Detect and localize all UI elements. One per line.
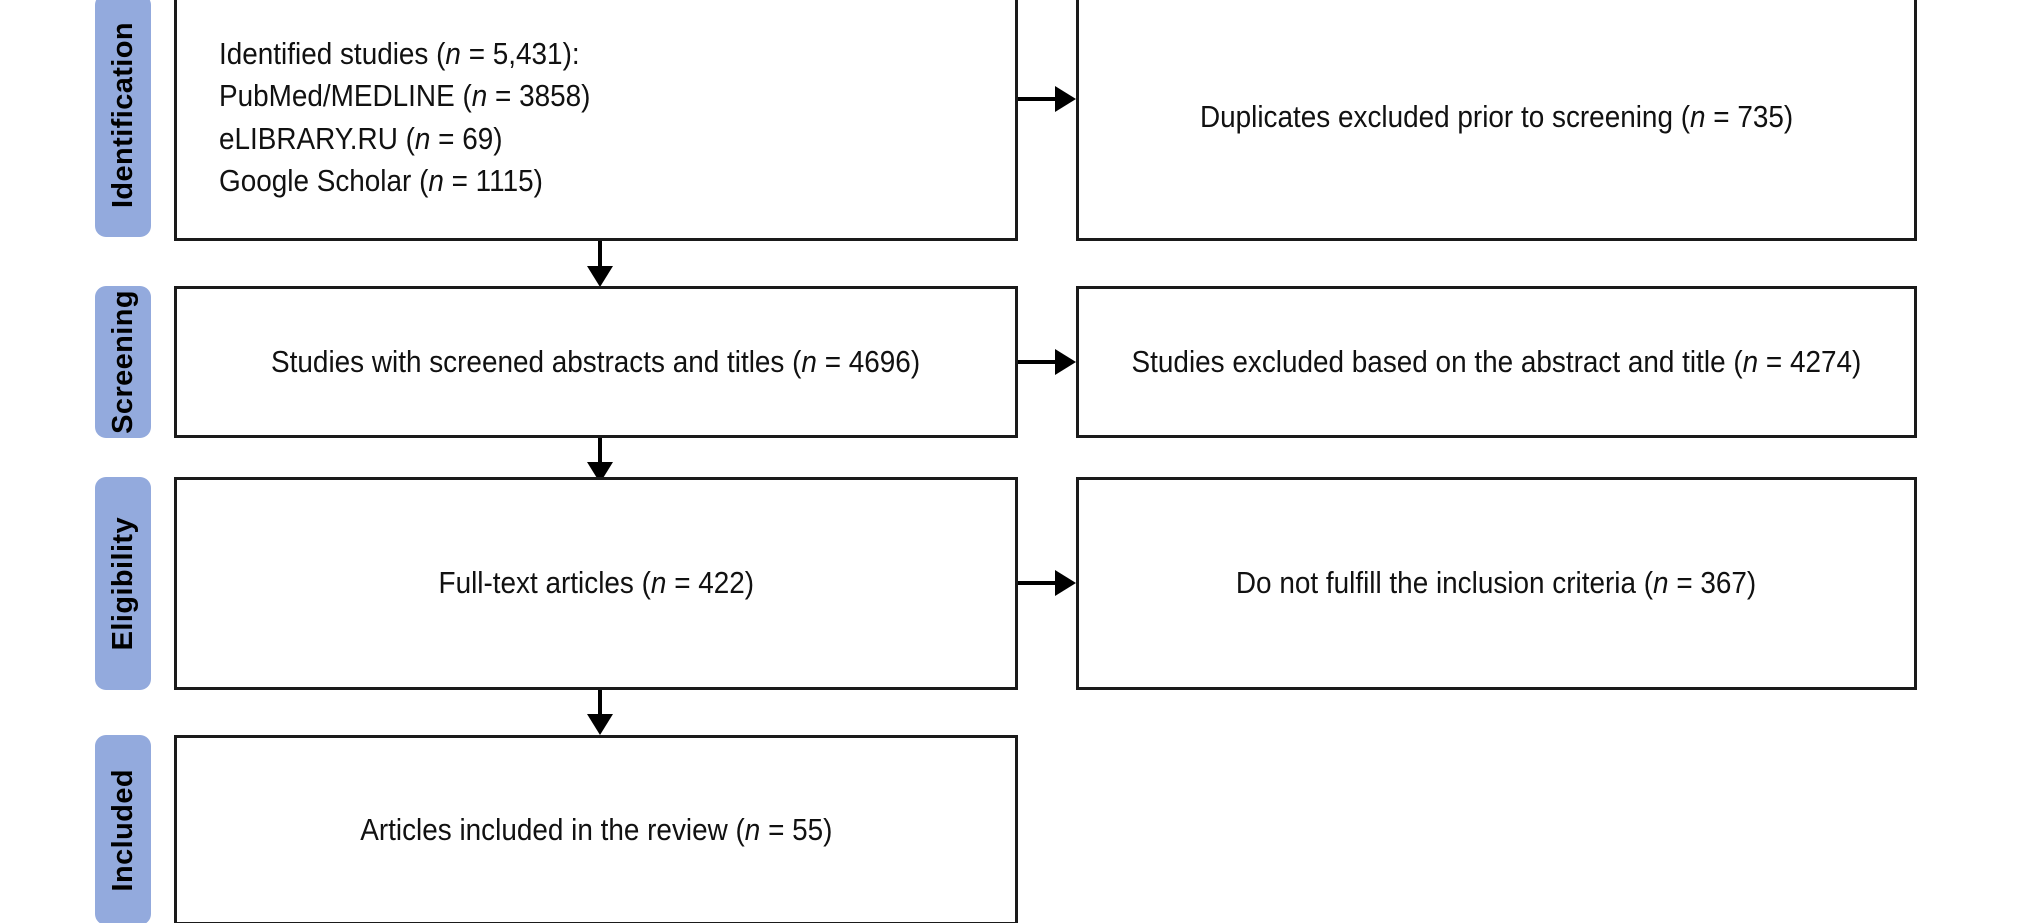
box-identification-main-text: Identified studies (n = 5,431):PubMed/ME… <box>219 36 591 198</box>
box-eligibility-main: Full-text articles (n = 422) <box>174 477 1018 690</box>
arrow-identification-to-screening <box>580 241 620 287</box>
box-screening-main: Studies with screened abstracts and titl… <box>174 286 1018 438</box>
stage-tab-eligibility: Eligibility <box>95 477 151 690</box>
stage-tab-identification: Identification <box>95 0 151 237</box>
box-identification-excluded: Duplicates excluded prior to screening (… <box>1076 0 1917 241</box>
box-screening-excluded: Studies excluded based on the abstract a… <box>1076 286 1917 438</box>
arrow-eligibility-to-excluded <box>1018 563 1076 603</box>
box-identification-main: Identified studies (n = 5,431):PubMed/ME… <box>174 0 1018 241</box>
arrow-screening-to-excluded <box>1018 342 1076 382</box>
box-screening-main-text: Studies with screened abstracts and titl… <box>271 343 921 379</box>
box-screening-excluded-text: Studies excluded based on the abstract a… <box>1131 343 1862 379</box>
box-included-main: Articles included in the review (n = 55) <box>174 735 1018 923</box>
arrow-identification-to-duplicates <box>1018 79 1076 119</box>
box-eligibility-excluded: Do not fulfill the inclusion criteria (n… <box>1076 477 1917 690</box>
stage-tab-identification-label: Identification <box>106 22 139 209</box>
arrow-eligibility-to-included <box>580 690 620 735</box>
box-eligibility-excluded-text: Do not fulfill the inclusion criteria (n… <box>1236 565 1757 601</box>
stage-tab-eligibility-label: Eligibility <box>106 516 139 651</box>
box-identification-excluded-text: Duplicates excluded prior to screening (… <box>1199 99 1794 135</box>
stage-tab-included-label: Included <box>106 768 139 892</box>
box-included-main-text: Articles included in the review (n = 55) <box>359 811 833 847</box>
stage-tab-included: Included <box>95 735 151 923</box>
stage-tab-screening-label: Screening <box>106 290 139 434</box>
stage-tab-screening: Screening <box>95 286 151 438</box>
box-eligibility-main-text: Full-text articles (n = 422) <box>438 565 754 601</box>
